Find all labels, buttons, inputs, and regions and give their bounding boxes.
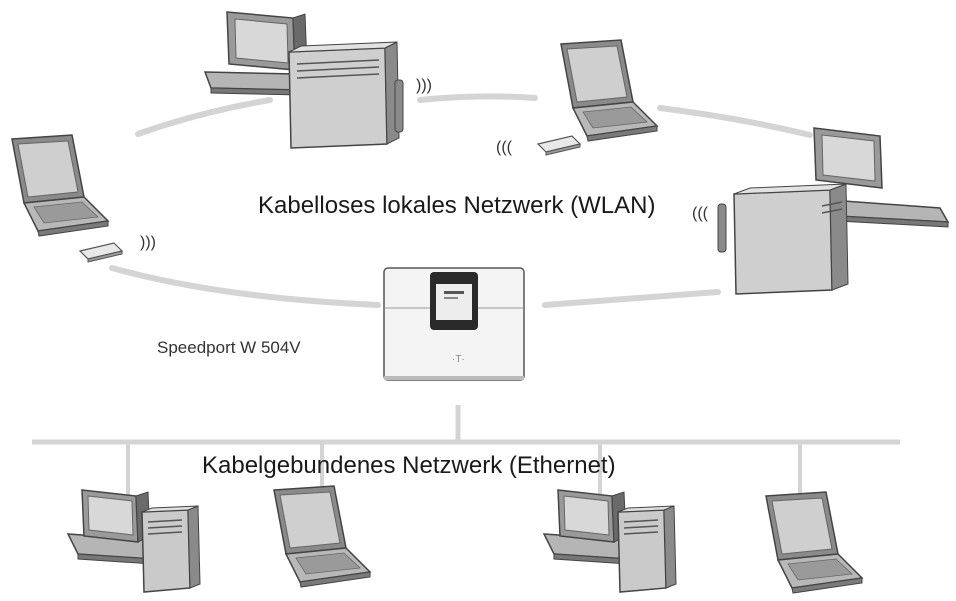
wlan-ring-arc-top — [417, 93, 538, 103]
speedport-router-icon: ·T· — [383, 267, 525, 381]
laptop-top-right-icon — [560, 39, 658, 142]
wlan-stick-left-icon — [79, 242, 123, 263]
wlan-ring-arc-top-right — [657, 105, 813, 138]
desktop-pc-2-icon — [543, 489, 677, 593]
desktop-pc-right-icon — [717, 127, 950, 295]
wireless-signal-icon: ))) — [416, 77, 432, 94]
wlan-network-label: Kabelloses lokales Netzwerk (WLAN) — [258, 192, 656, 219]
wlan-ring-arc-left — [109, 265, 381, 308]
wireless-signal-icon: ))) — [140, 234, 156, 251]
wlan-ring-arc-right — [542, 289, 721, 308]
laptop-left-icon — [11, 134, 109, 237]
laptop-1-icon — [273, 485, 371, 588]
wireless-signal-icon: ((( — [692, 205, 709, 222]
svg-text:·T·: ·T· — [452, 354, 465, 365]
wlan-ring-arc-top-left — [135, 97, 273, 137]
wlan-stick-top-right-icon — [537, 135, 581, 156]
ethernet-network-label: Kabelgebundenes Netzwerk (Ethernet) — [202, 452, 616, 479]
desktop-pc-1-icon — [67, 489, 201, 593]
desktop-pc-top-icon — [204, 11, 404, 149]
laptop-2-icon — [765, 491, 863, 594]
router-model-label: Speedport W 504V — [157, 338, 301, 357]
wireless-signal-icon: ((( — [496, 139, 513, 156]
